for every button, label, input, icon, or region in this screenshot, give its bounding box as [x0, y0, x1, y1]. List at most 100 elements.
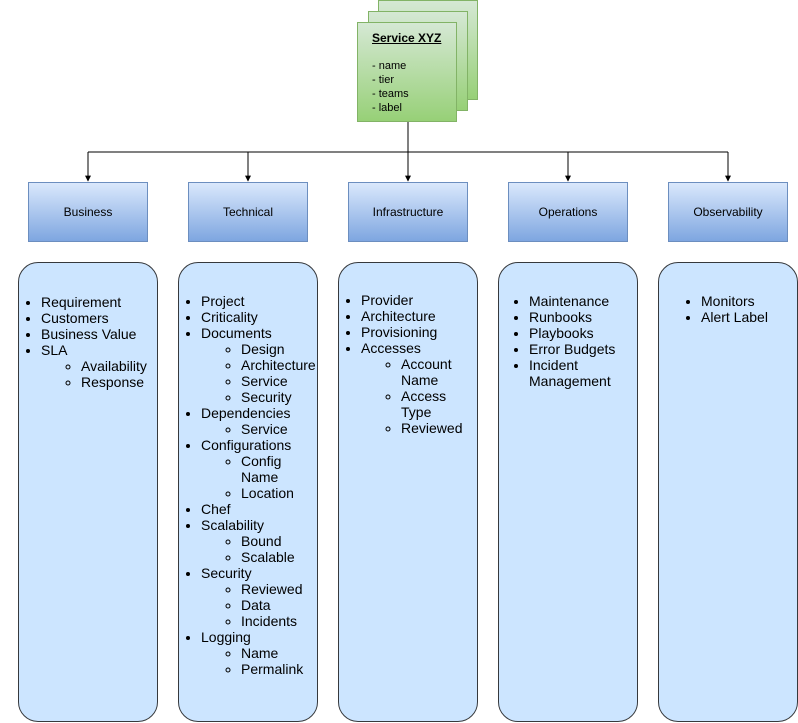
service-field-name: - name [372, 60, 407, 72]
list-item-text: Business Value [41, 326, 137, 342]
list-item: Maintenance [529, 293, 627, 309]
sub-list-item: Design [241, 341, 307, 357]
list-item: SecurityReviewedDataIncidents [201, 565, 307, 629]
list-item: AccessesAccount NameAccess TypeReviewed [361, 340, 467, 436]
list-item-text: Project [201, 293, 245, 309]
sub-list-item: Data [241, 597, 307, 613]
item-list: MaintenanceRunbooksPlaybooksError Budget… [507, 293, 627, 389]
sub-item-list: NamePermalink [201, 645, 307, 677]
list-item-text: Configurations [201, 437, 292, 453]
list-item: Provisioning [361, 324, 467, 340]
list-item-text: Monitors [701, 293, 755, 309]
category-infrastructure: Infrastructure [348, 182, 468, 242]
list-item-text: Scalability [201, 517, 265, 533]
panel-business: RequirementCustomersBusiness ValueSLAAva… [18, 262, 158, 722]
list-item: Criticality [201, 309, 307, 325]
sub-list-item: Permalink [241, 661, 307, 677]
list-item-text: Logging [201, 629, 251, 645]
list-item: Business Value [41, 326, 147, 342]
list-item: DependenciesService [201, 405, 307, 437]
list-item-text: Chef [201, 501, 231, 517]
category-label: Operations [538, 205, 598, 219]
sub-list-item: Service [241, 373, 307, 389]
sub-list-item: Architecture [241, 357, 316, 373]
panel-observability: MonitorsAlert Label [658, 262, 798, 722]
list-item-text: Security [201, 565, 252, 581]
list-item-text: Runbooks [529, 309, 593, 325]
list-item-text: Provider [361, 292, 414, 308]
sub-item-list: Service [201, 421, 307, 437]
item-list: MonitorsAlert Label [679, 293, 787, 325]
panel-technical: ProjectCriticalityDocumentsDesignArchite… [178, 262, 318, 722]
sub-list-item: Security [241, 389, 307, 405]
list-item: Customers [41, 310, 147, 326]
sub-list-item: Availability [81, 358, 147, 374]
sub-list-item: Account Name [401, 356, 467, 388]
list-item: Error Budgets [529, 341, 627, 357]
list-item-text: Alert Label [701, 309, 768, 325]
list-item: DocumentsDesignArchitectureServiceSecuri… [201, 325, 316, 405]
item-list: ProviderArchitectureProvisioningAccesses… [339, 292, 467, 436]
sub-list-item: Reviewed [241, 581, 307, 597]
list-item: SLAAvailabilityResponse [41, 342, 147, 390]
list-item: Provider [361, 292, 467, 308]
list-item-text: Incident Management [529, 357, 611, 389]
service-field-teams: - teams [372, 88, 409, 100]
sub-list-item: Response [81, 374, 147, 390]
list-item-text: Playbooks [529, 325, 594, 341]
sub-item-list: AvailabilityResponse [41, 358, 147, 390]
category-label: Technical [222, 205, 274, 219]
list-item-text: Dependencies [201, 405, 291, 421]
service-field-tier: - tier [372, 74, 394, 86]
sub-item-list: DesignArchitectureServiceSecurity [201, 341, 316, 405]
list-item: Alert Label [701, 309, 787, 325]
sub-list-item: Incidents [241, 613, 307, 629]
sub-list-item: Location [241, 485, 307, 501]
list-item-text: Criticality [201, 309, 258, 325]
list-item-text: Architecture [361, 308, 436, 324]
list-item-text: Requirement [41, 294, 122, 310]
sub-item-list: ReviewedDataIncidents [201, 581, 307, 629]
sub-list-item: Access Type [401, 388, 467, 420]
category-label: Infrastructure [372, 205, 444, 219]
list-item-text: Maintenance [529, 293, 610, 309]
sub-list-item: Config Name [241, 453, 307, 485]
list-item-text: Error Budgets [529, 341, 616, 357]
list-item: Project [201, 293, 307, 309]
list-item: Incident Management [529, 357, 627, 389]
sub-item-list: BoundScalable [201, 533, 307, 565]
service-card: Service XYZ - name - tier - teams - labe… [357, 22, 457, 122]
sub-list-item: Bound [241, 533, 307, 549]
list-item: ConfigurationsConfig NameLocation [201, 437, 307, 501]
category-observability: Observability [668, 182, 788, 242]
sub-list-item: Scalable [241, 549, 307, 565]
list-item: Playbooks [529, 325, 627, 341]
list-item: Runbooks [529, 309, 627, 325]
service-title: Service XYZ [372, 31, 442, 45]
panel-operations: MaintenanceRunbooksPlaybooksError Budget… [498, 262, 638, 722]
category-label: Observability [693, 205, 763, 219]
sub-item-list: Config NameLocation [201, 453, 307, 501]
sub-list-item: Service [241, 421, 307, 437]
list-item-text: SLA [41, 342, 68, 358]
category-business: Business [28, 182, 148, 242]
sub-list-item: Reviewed [401, 420, 467, 436]
list-item: Monitors [701, 293, 787, 309]
list-item: ScalabilityBoundScalable [201, 517, 307, 565]
category-operations: Operations [508, 182, 628, 242]
list-item: Requirement [41, 294, 147, 310]
category-label: Business [63, 205, 113, 219]
sub-list-item: Name [241, 645, 307, 661]
list-item: Chef [201, 501, 307, 517]
list-item-text: Provisioning [361, 324, 438, 340]
category-technical: Technical [188, 182, 308, 242]
list-item-text: Customers [41, 310, 109, 326]
list-item: Architecture [361, 308, 467, 324]
list-item-text: Documents [201, 325, 272, 341]
sub-item-list: Account NameAccess TypeReviewed [361, 356, 467, 436]
item-list: RequirementCustomersBusiness ValueSLAAva… [19, 294, 147, 390]
list-item-text: Accesses [361, 340, 421, 356]
item-list: ProjectCriticalityDocumentsDesignArchite… [179, 293, 316, 677]
list-item: LoggingNamePermalink [201, 629, 307, 677]
